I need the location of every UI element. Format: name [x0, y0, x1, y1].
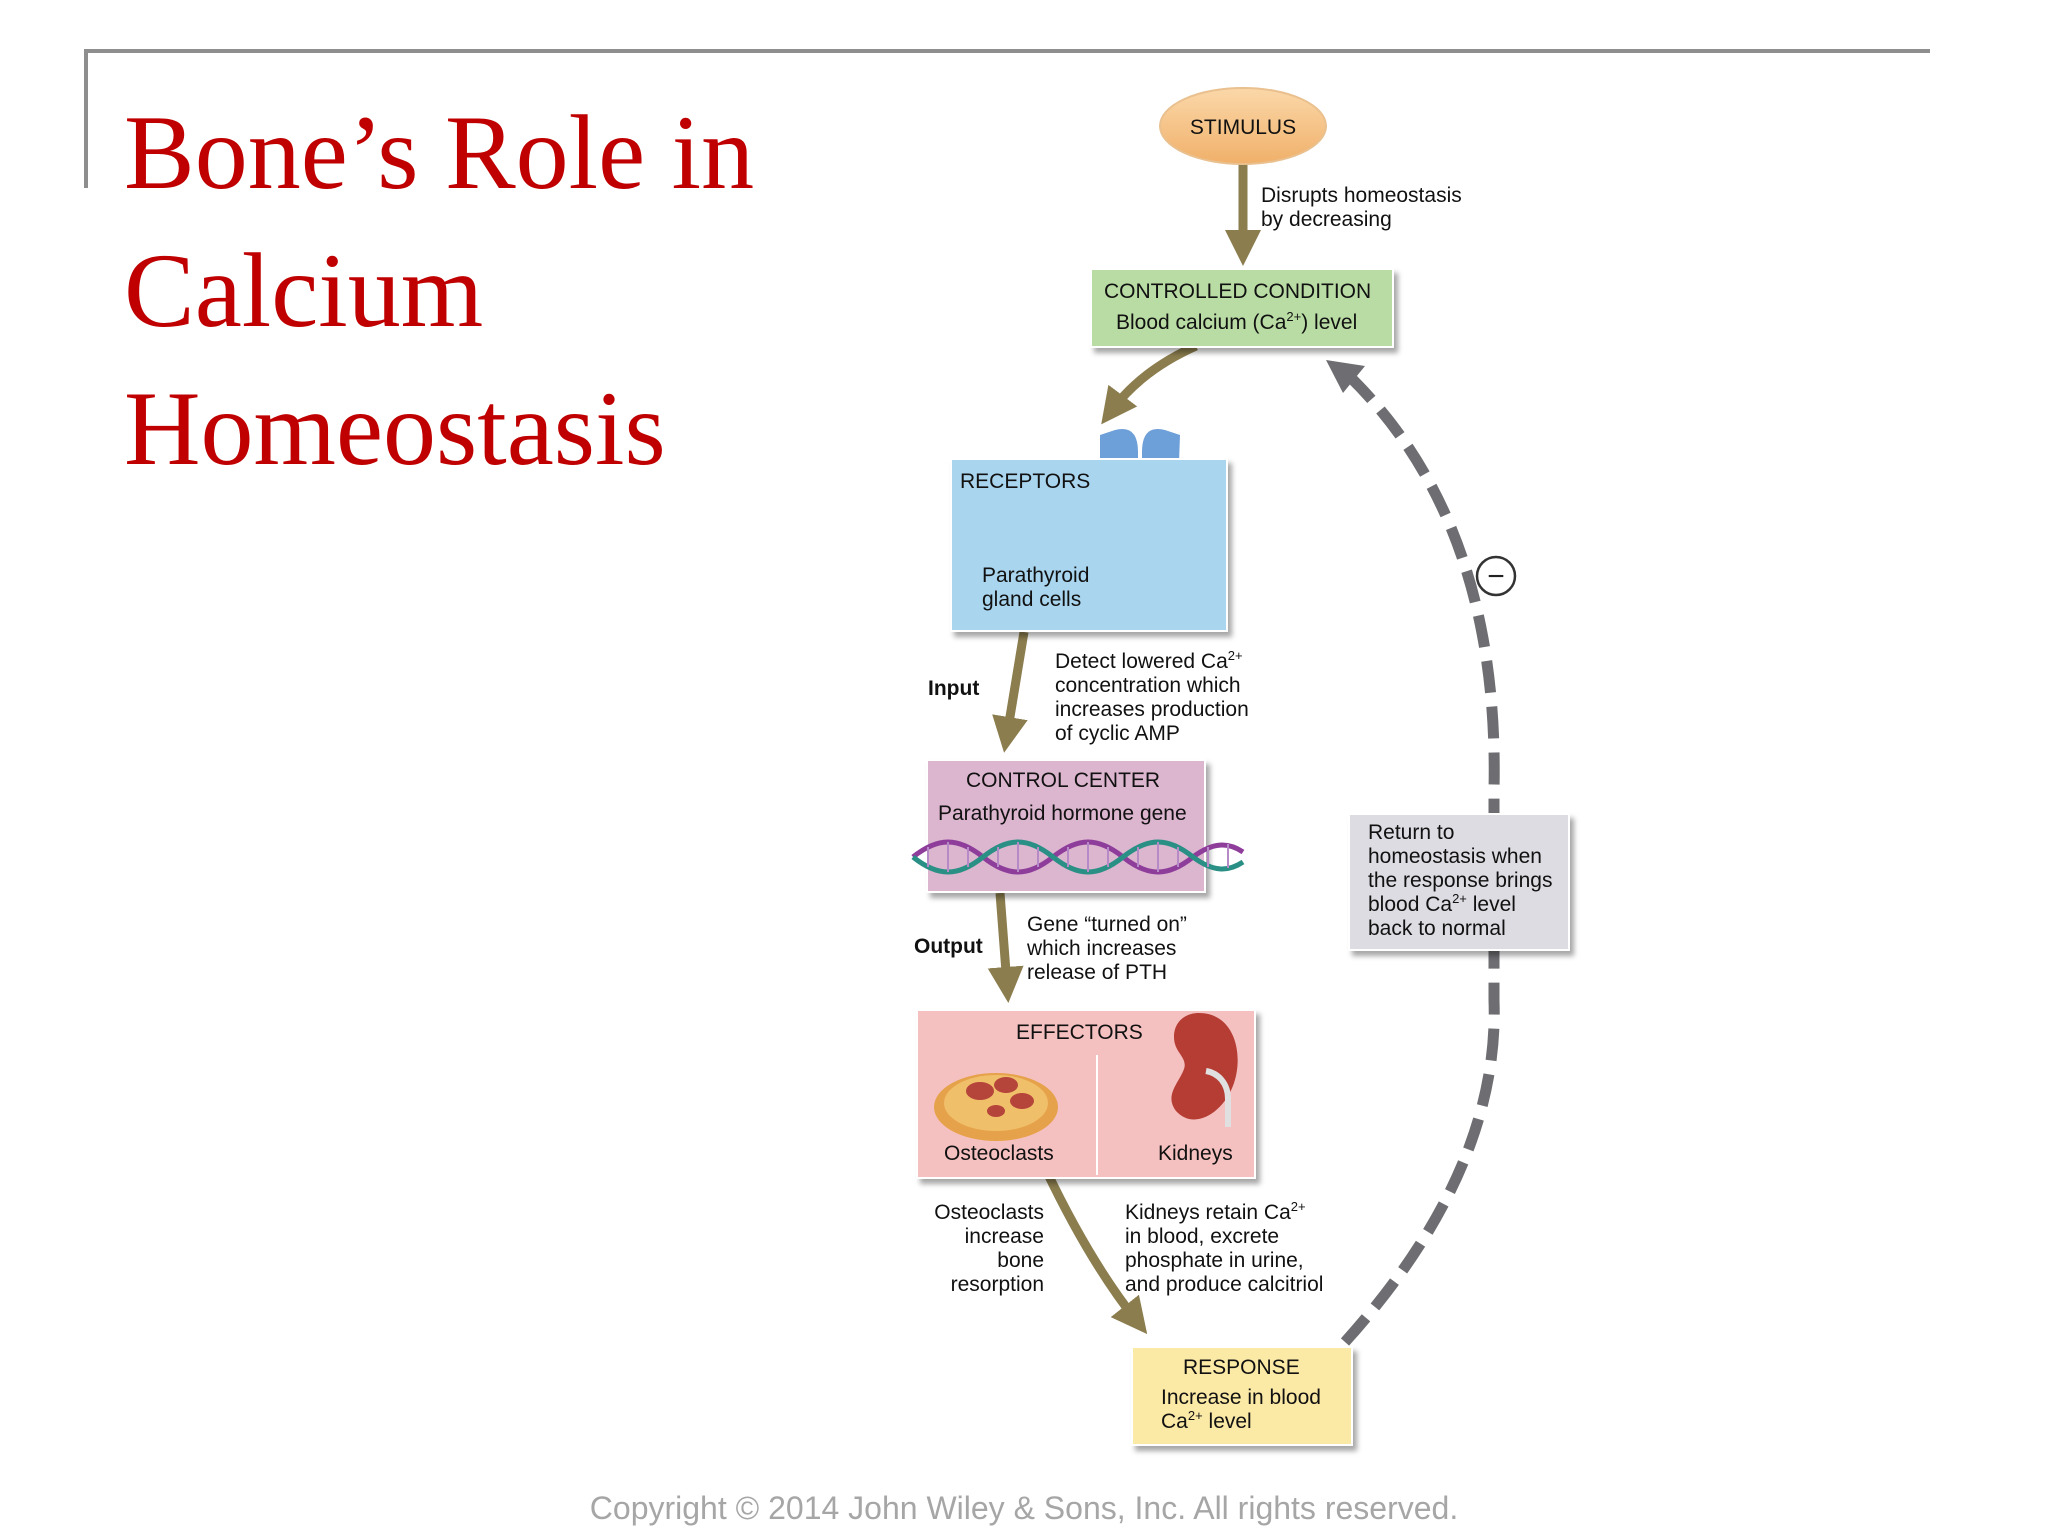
input-note: Detect lowered Ca2+ concentration which … — [1055, 648, 1249, 745]
effectors-right-label: Kidneys — [1158, 1142, 1233, 1165]
effectors-box: EFFECTORS Osteoclasts Kidneys — [916, 1009, 1256, 1179]
stimulus-ellipse — [1159, 87, 1327, 165]
negative-feedback-symbol: − — [1487, 560, 1505, 593]
controlled-condition-heading: CONTROLLED CONDITION — [1104, 280, 1372, 303]
copyright-footer: Copyright © 2014 John Wiley & Sons, Inc.… — [589, 1490, 1459, 1526]
kidney-note: Kidneys retain Ca2+ in blood, excrete ph… — [1125, 1199, 1324, 1296]
osteoclast-note: Osteoclasts increase bone resorption — [934, 1201, 1044, 1296]
output-arrow — [987, 892, 1024, 1003]
osteoclast-icon — [934, 1073, 1058, 1141]
negative-feedback-icon — [1475, 555, 1517, 597]
response-heading: RESPONSE — [1183, 1356, 1300, 1379]
feedback-dashed-loop — [1340, 368, 1500, 1346]
response-box: RESPONSE Increase in blood Ca2+ level — [1131, 1346, 1353, 1446]
controlled-condition-box: CONTROLLED CONDITION Blood calcium (Ca2+… — [1090, 268, 1394, 348]
slide-title: Bone’s Role in Calcium Homeostasis — [124, 84, 884, 498]
kidney-icon — [1171, 1013, 1238, 1127]
effectors-to-response-arrow — [1041, 1168, 1148, 1335]
stimulus-note: Disrupts homeostasis by decreasing — [1261, 184, 1462, 231]
receptors-box: RECEPTORS Parathyroid gland cells — [950, 458, 1228, 632]
stimulus-label: STIMULUS — [1190, 116, 1296, 139]
effectors-heading: EFFECTORS — [1016, 1021, 1143, 1044]
effectors-left-label: Osteoclasts — [944, 1142, 1054, 1165]
control-center-text: Parathyroid hormone gene — [938, 802, 1187, 825]
title-line-2: Calcium — [124, 232, 484, 349]
title-line-3: Homeostasis — [124, 370, 666, 487]
output-label: Output — [914, 935, 983, 958]
input-arrow — [992, 631, 1029, 753]
side-rule — [84, 49, 88, 188]
dna-helix-icon — [911, 839, 1245, 875]
title-line-1: Bone’s Role in — [124, 94, 755, 211]
receptors-heading: RECEPTORS — [960, 470, 1091, 493]
feedback-arrowhead — [1326, 360, 1365, 393]
controlled-condition-text: Blood calcium (Ca2+) level — [1116, 309, 1358, 334]
effectors-divider — [1096, 1055, 1098, 1175]
control-center-heading: CONTROL CENTER — [966, 769, 1161, 792]
receptors-text: Parathyroid gland cells — [982, 564, 1090, 611]
top-rule — [84, 49, 1930, 53]
output-note: Gene “turned on” which increases release… — [1027, 913, 1187, 984]
input-label: Input — [928, 677, 980, 700]
feedback-note: Return to homeostasis when the response … — [1368, 821, 1553, 940]
controlled-to-receptors-arrow — [1101, 341, 1198, 425]
feedback-box: Return to homeostasis when the response … — [1348, 813, 1570, 951]
response-text: Increase in blood Ca2+ level — [1161, 1386, 1321, 1433]
